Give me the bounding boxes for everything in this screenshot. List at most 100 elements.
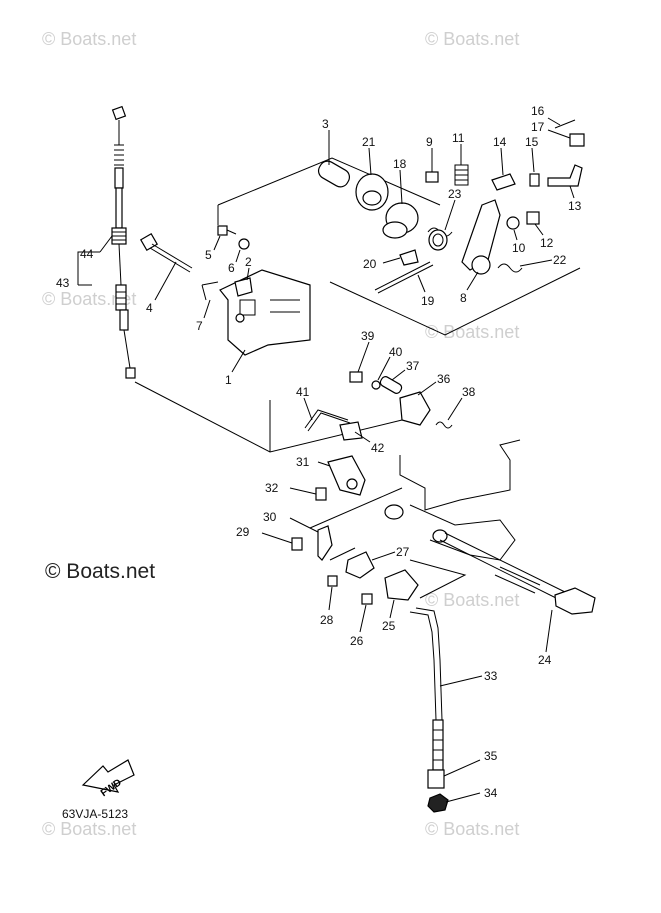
callout-17: 17 — [531, 120, 545, 134]
link-group-middle — [304, 371, 453, 441]
lever-36 — [399, 391, 431, 426]
bolt-26 — [361, 593, 373, 605]
joint-27 — [345, 551, 375, 579]
watermark-mid-left: © Boats.net — [42, 289, 136, 309]
holder-25 — [384, 569, 419, 601]
callout-43: 43 — [56, 276, 70, 290]
callout-40: 40 — [389, 345, 403, 359]
nut-35 — [427, 769, 445, 789]
callout-37: 37 — [406, 359, 420, 373]
bracket-30 — [317, 525, 333, 561]
callouts: 1 2 3 4 5 6 7 8 9 10 11 12 13 14 15 16 1 — [56, 104, 582, 803]
callout-7: 7 — [196, 319, 203, 333]
cable-end — [125, 367, 136, 379]
link-41 — [304, 409, 349, 429]
callout-9: 9 — [426, 135, 433, 149]
callout-30: 30 — [263, 510, 277, 524]
callout-23: 23 — [448, 187, 462, 201]
throttle-cable — [77, 105, 136, 379]
callout-2: 2 — [245, 255, 252, 269]
link-group-top — [317, 119, 585, 294]
clip-17 — [569, 133, 585, 147]
callout-1: 1 — [225, 373, 232, 387]
pin-37 — [379, 376, 403, 394]
callout-20: 20 — [363, 257, 377, 271]
fwd-arrow: FWD — [81, 759, 135, 799]
bolt-39 — [349, 371, 363, 383]
rod-33 — [409, 607, 449, 813]
spring-22 — [497, 263, 523, 273]
callout-33: 33 — [484, 669, 498, 683]
bolt-4 — [139, 232, 193, 273]
callout-18: 18 — [393, 157, 407, 171]
clip-42 — [339, 421, 363, 441]
shift-shaft-24 — [384, 439, 596, 615]
pipe-13 — [547, 164, 583, 187]
bushing-12 — [526, 211, 540, 225]
guide-lines — [134, 157, 581, 599]
clip-16 — [554, 119, 576, 129]
callout-8: 8 — [460, 291, 467, 305]
nut-15 — [529, 173, 540, 187]
watermark-lower-right: © Boats.net — [425, 590, 519, 610]
callout-3: 3 — [322, 117, 329, 131]
link-group-lower — [291, 455, 419, 605]
callout-11: 11 — [452, 131, 465, 145]
callout-39: 39 — [361, 329, 375, 343]
callout-19: 19 — [421, 294, 435, 308]
callout-5: 5 — [205, 248, 212, 262]
watermark-top-right: © Boats.net — [425, 29, 519, 49]
watermark-bottom-left: © Boats.net — [42, 819, 136, 839]
watermark-main: © Boats.net — [45, 560, 155, 583]
callout-36: 36 — [437, 372, 451, 386]
clip-14 — [491, 173, 516, 191]
callout-32: 32 — [265, 481, 279, 495]
bolt-29 — [291, 537, 303, 551]
bushing-10 — [506, 216, 520, 230]
bolt-5 — [217, 225, 228, 236]
nut-34 — [427, 793, 449, 813]
washer-40 — [371, 380, 381, 390]
callout-12: 12 — [540, 236, 554, 250]
callout-44: 44 — [80, 247, 94, 261]
callout-13: 13 — [568, 199, 582, 213]
screw-9 — [425, 171, 439, 183]
collar-3 — [317, 160, 351, 188]
watermarks: © Boats.net © Boats.net © Boats.net © Bo… — [42, 29, 519, 839]
callout-21: 21 — [362, 135, 376, 149]
callout-10: 10 — [512, 241, 526, 255]
callout-25: 25 — [382, 619, 396, 633]
callout-22: 22 — [553, 253, 567, 267]
callout-4: 4 — [146, 301, 153, 315]
spring-11 — [454, 164, 469, 186]
spring-38 — [435, 421, 453, 429]
callout-24: 24 — [538, 653, 552, 667]
clip-20 — [399, 249, 419, 266]
callout-26: 26 — [350, 634, 364, 648]
callout-16: 16 — [531, 104, 545, 118]
watermark-bottom-right: © Boats.net — [425, 819, 519, 839]
callout-31: 31 — [296, 455, 310, 469]
cable-end-cap — [111, 105, 127, 121]
bolt-32 — [315, 487, 327, 501]
callout-34: 34 — [484, 786, 498, 800]
washer-6 — [238, 238, 250, 250]
watermark-top-left: © Boats.net — [42, 29, 136, 49]
lever-31 — [327, 455, 366, 496]
block-2 — [234, 277, 253, 297]
callout-28: 28 — [320, 613, 334, 627]
callout-38: 38 — [462, 385, 476, 399]
watermark-mid-right: © Boats.net — [425, 322, 519, 342]
bolt-28 — [327, 575, 338, 587]
callout-6: 6 — [228, 261, 235, 275]
callout-41: 41 — [296, 385, 310, 399]
callout-29: 29 — [236, 525, 250, 539]
callout-35: 35 — [484, 749, 498, 763]
callout-14: 14 — [493, 135, 507, 149]
drawing-code: 63VJA-5123 — [62, 807, 128, 821]
bracket-1 — [201, 225, 311, 356]
callout-42: 42 — [371, 441, 385, 455]
callout-15: 15 — [525, 135, 539, 149]
rod-19 — [374, 261, 431, 291]
